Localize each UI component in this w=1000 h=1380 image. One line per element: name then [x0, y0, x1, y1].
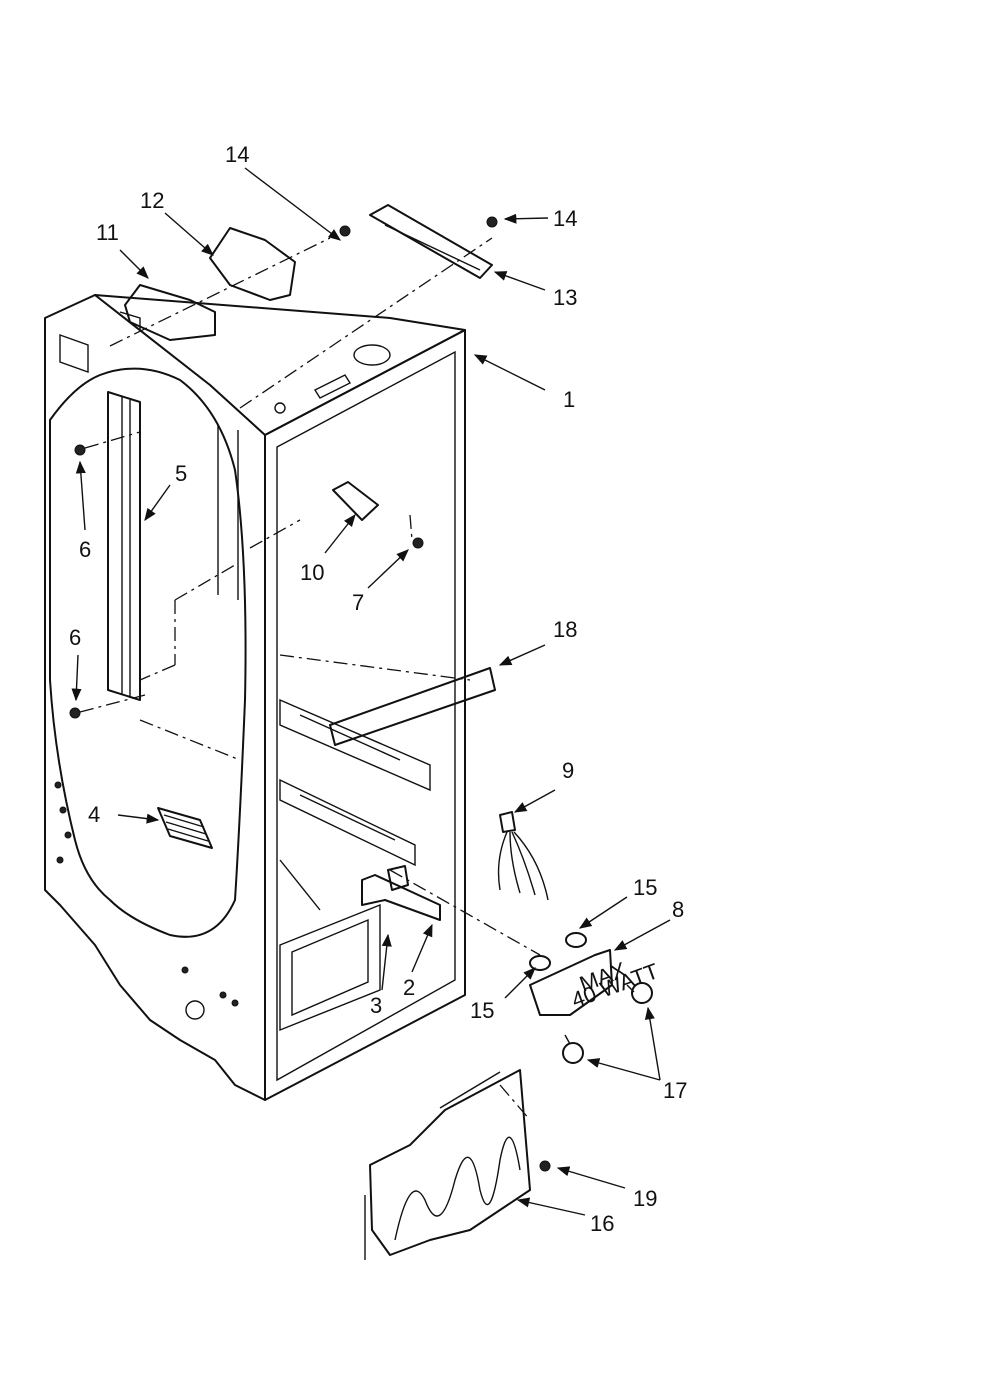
clips — [529, 932, 587, 971]
callout-7: 7 — [352, 590, 364, 615]
callout-6-lower: 6 — [69, 625, 81, 650]
screws — [69, 216, 551, 1172]
callout-6-upper: 6 — [79, 537, 91, 562]
cabinet-liner — [44, 294, 466, 1101]
callout-14-top: 14 — [225, 142, 249, 167]
callout-3: 3 — [370, 993, 382, 1018]
vent-grille — [157, 807, 213, 849]
callout-10: 10 — [300, 560, 324, 585]
callouts: 14 12 11 14 13 1 5 6 6 10 7 18 4 9 15 8 … — [69, 142, 687, 1236]
callout-15-lower: 15 — [470, 998, 494, 1023]
small-bracket — [332, 481, 379, 521]
channel-pieces — [361, 865, 441, 921]
callout-19: 19 — [633, 1186, 657, 1211]
evaporator-coil — [364, 1069, 531, 1260]
callout-13: 13 — [553, 285, 577, 310]
callout-11: 11 — [96, 220, 119, 245]
shelf-rail — [107, 391, 141, 701]
top-bracket — [369, 204, 493, 279]
callout-15-upper: 15 — [633, 875, 657, 900]
callout-16: 16 — [590, 1211, 614, 1236]
assembly-lines — [79, 237, 541, 1121]
cross-rail — [329, 667, 496, 746]
callout-14-right: 14 — [553, 206, 577, 231]
callout-17: 17 — [663, 1078, 687, 1103]
callout-18: 18 — [553, 617, 577, 642]
callout-8: 8 — [672, 897, 684, 922]
callout-5: 5 — [175, 461, 187, 486]
wire-harness — [497, 811, 549, 901]
mounting-bracket — [209, 227, 296, 301]
leader-lines — [71, 167, 671, 1216]
callout-12: 12 — [140, 188, 164, 213]
bulbs — [562, 982, 653, 1064]
callout-9: 9 — [562, 758, 574, 783]
control-housing — [119, 284, 216, 341]
callout-4: 4 — [88, 802, 100, 827]
callout-1: 1 — [563, 387, 575, 412]
callout-2: 2 — [403, 975, 415, 1000]
